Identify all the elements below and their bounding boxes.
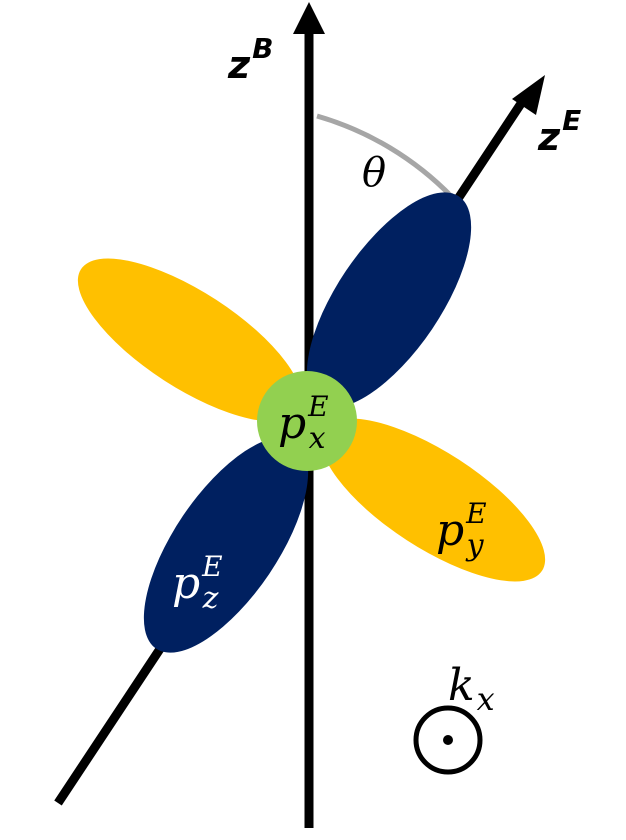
pz-lobe-lower-left bbox=[143, 437, 309, 653]
kx-dot-icon bbox=[443, 735, 453, 745]
theta-angle-arc bbox=[316, 113, 454, 199]
py-lobe-lower-right bbox=[320, 418, 546, 582]
ze-axis-label: zE bbox=[537, 104, 581, 159]
pz-lobe-upper-right bbox=[306, 192, 472, 408]
py-lobe-upper-left bbox=[77, 258, 303, 422]
theta-label: θ bbox=[362, 150, 386, 196]
kx-label: kx bbox=[448, 660, 495, 718]
zb-axis-arrowhead bbox=[293, 2, 325, 34]
ze-axis-arrowhead bbox=[512, 75, 545, 115]
kx-out-of-plane-icon bbox=[413, 705, 483, 775]
px-orbital-circle bbox=[257, 371, 357, 471]
zb-axis-label: zB bbox=[227, 32, 273, 87]
